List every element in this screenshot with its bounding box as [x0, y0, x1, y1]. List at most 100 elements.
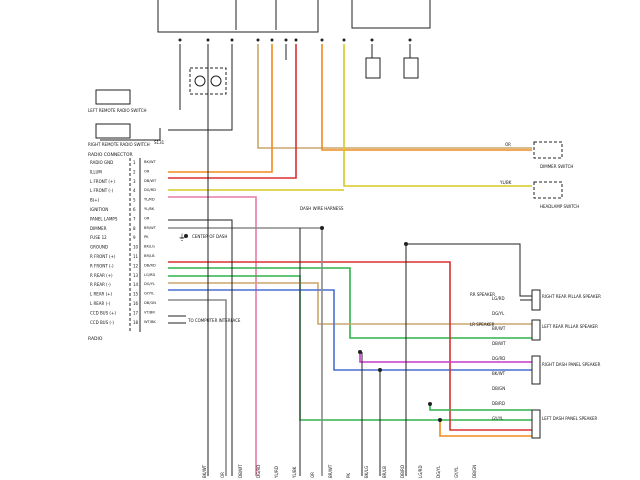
splice-dot	[438, 418, 442, 422]
speaker-wire-label: LG/RD	[492, 296, 505, 301]
radio-pin-name: CCD BUS (-)	[90, 320, 114, 325]
splice-label: S131	[154, 140, 165, 145]
speaker-wire-labels: LG/RDDG/YLBR/WTDB/WTDG/RDBK/WTDB/GNDB/RD…	[492, 296, 506, 421]
wire-orange	[168, 44, 273, 173]
splice-dot	[358, 350, 362, 354]
dimmer-switch-box	[533, 141, 563, 159]
wire-orange-speaker	[439, 420, 532, 437]
radio-pin-wire: BK/LG	[144, 245, 155, 249]
headlamp-switch-box	[533, 181, 563, 199]
radio-pin-name: FUSE 12	[90, 235, 107, 240]
radio-pin-wire: DB/GN	[144, 301, 156, 305]
wire-green	[168, 267, 532, 339]
bottom-wire-label: DB/RD	[400, 465, 405, 478]
radio-pin-number: 2	[133, 169, 136, 174]
pin-dot	[284, 38, 288, 42]
radio-pin-name: IGNITION	[90, 207, 108, 212]
radio-connector-label: RADIO CONNECTOR	[88, 152, 133, 158]
radio-pin-name: R FRONT (-)	[90, 263, 114, 268]
left-dash-speaker-label: LEFT DASH PANEL SPEAKER	[542, 416, 598, 421]
left-remote-switch-box	[95, 89, 131, 105]
speaker-wire-label: DG/RD	[492, 356, 505, 361]
speaker-wire-label: DG/YL	[492, 311, 505, 316]
radio-pin-number: 8	[133, 226, 136, 231]
radio-pin-wire: LG/RD	[144, 273, 155, 277]
radio-pin-number: 11	[133, 254, 139, 259]
speakers: RIGHT REAR PILLAR SPEAKER LEFT REAR PILL…	[470, 289, 601, 439]
wire-black-3	[168, 44, 233, 131]
radio-pin-wire: BK/WT	[144, 160, 157, 164]
bottom-wire-label: LG/RD	[418, 465, 423, 478]
radio-pin-number: 16	[133, 301, 139, 306]
wire-runs	[168, 44, 532, 476]
splice-dot	[378, 368, 382, 372]
computer-interface-label: TO COMPUTER INTERFACE	[187, 318, 241, 323]
radio-pin-name: PANEL LAMPS	[90, 216, 118, 221]
wire-tan	[257, 44, 532, 149]
radio-pin-name: L FRONT (-)	[90, 188, 113, 193]
right-rear-speaker-box	[531, 289, 541, 311]
radio-pin-name: DIMMER	[90, 226, 107, 231]
radio-pin-name: L REAR (+)	[90, 292, 113, 297]
radio-pin-name: R REAR (-)	[90, 282, 111, 287]
wire-gray	[168, 227, 323, 476]
radio-pin-name: L REAR (-)	[90, 301, 111, 306]
wire-green-speaker	[429, 404, 532, 411]
radio-pin-wire: YL/BK	[144, 207, 155, 211]
center-of-dash-label: CENTER OF DASH	[192, 234, 227, 239]
radio-pin-wire: OR	[144, 216, 150, 220]
bottom-wire-label: BK/WT	[202, 464, 207, 478]
radio-pin-wire: DB/WT	[144, 179, 157, 183]
black-wire-runs	[100, 44, 532, 476]
radio-pin-number: 4	[133, 188, 136, 193]
pin-dot	[370, 38, 374, 42]
wire-orange-right	[321, 44, 532, 151]
wire-pink	[168, 196, 257, 476]
left-remote-switch-label: LEFT REMOTE RADIO SWITCH	[88, 108, 147, 113]
radio-pin-name: RADIO GND	[90, 160, 113, 165]
radio-pin-wire: YL/RD	[144, 198, 155, 202]
speaker-wire-label: BK/WT	[492, 371, 506, 376]
lr-speaker-feed-label: LR SPEAKER	[470, 322, 495, 327]
right-remote-switch-box	[95, 123, 131, 139]
pin-dot	[206, 38, 210, 42]
radio-pin-number: 15	[133, 292, 139, 297]
bottom-wire-label: PK	[346, 473, 351, 478]
pin-dot	[408, 38, 412, 42]
radio-pin-number: 3	[133, 179, 136, 184]
splice-dot	[428, 402, 432, 406]
wire-tan-speaker	[168, 282, 532, 325]
right-dash-speaker-box	[531, 355, 541, 385]
yellow-wire-label: YL/BK	[499, 180, 512, 185]
bottom-wire-label: DG/RD	[256, 465, 261, 478]
pin-dot	[294, 38, 298, 42]
radio-pin-number: 6	[133, 207, 136, 212]
right-rear-speaker-label: RIGHT REAR PILLAR SPEAKER	[542, 294, 601, 299]
brake-relay-box	[351, 0, 431, 29]
radio-pin-name: R REAR (+)	[90, 273, 113, 278]
top-connector-pins	[178, 38, 412, 42]
bottom-wire-label: OR	[310, 472, 315, 478]
radio-pin-wire: WT/BK	[144, 320, 156, 324]
radio-pin-name: B(+)	[90, 198, 100, 203]
headlamp-switch-label: HEADLAMP SWITCH	[540, 204, 579, 209]
bottom-wire-label: YL/RD	[274, 466, 279, 479]
dimmer-switch-label: DIMMER SWITCH	[540, 164, 573, 169]
left-rear-speaker-label: LEFT REAR PILLAR SPEAKER	[542, 324, 598, 329]
radio-pin-wire: VT/BR	[144, 310, 155, 314]
radio-pin-number: 9	[133, 235, 136, 240]
lamp-bulb-icon	[194, 75, 206, 87]
radio-pin-wire: OR	[144, 169, 150, 173]
top-modules	[157, 0, 431, 33]
radio-pin-number: 10	[133, 245, 139, 250]
pin-dot	[342, 38, 346, 42]
bottom-wire-label: YL/BK	[292, 466, 297, 479]
splice-dots	[184, 226, 442, 422]
pin-dot	[230, 38, 234, 42]
radio-pin-wire: PK	[144, 235, 149, 239]
right-dash-speaker-label: RIGHT DASH PANEL SPEAKER	[542, 362, 601, 367]
wire-black-11	[404, 243, 532, 297]
